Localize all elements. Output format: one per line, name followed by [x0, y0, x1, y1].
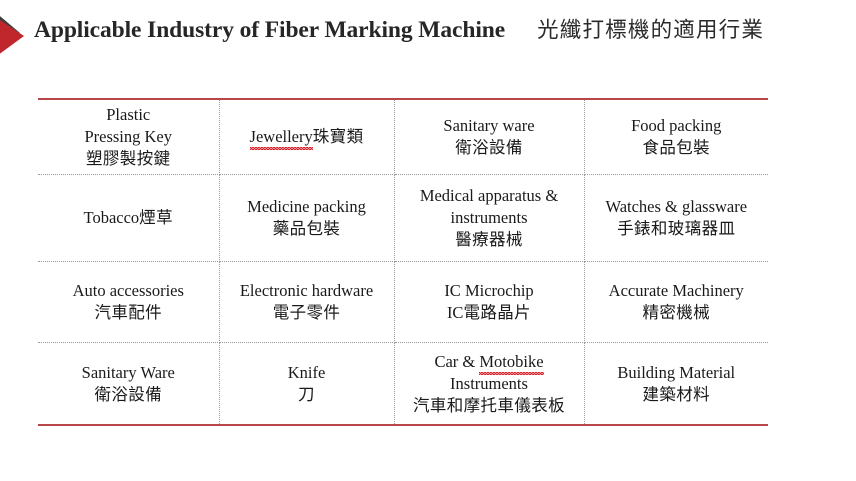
cell-text-latin: Food packing	[631, 115, 722, 135]
cell-text-line: 衛浴設備	[42, 384, 215, 406]
cell-text-line: instruments	[399, 207, 580, 229]
cell-text-cjk: 衛浴設備	[455, 137, 523, 157]
cell-text-line: 手錶和玻璃器皿	[589, 218, 765, 240]
cell-text-line: Medicine packing	[224, 196, 390, 218]
cell-text-latin: Medicine packing	[247, 196, 366, 216]
cell-text-line: 食品包裝	[589, 137, 765, 159]
cell-text-line: Instruments	[399, 373, 580, 395]
cell-text-line: Medical apparatus &	[399, 185, 580, 207]
double-arrow-icon	[0, 2, 40, 64]
cell-text-line: 建築材料	[589, 384, 765, 406]
cell-text-line: Auto accessories	[42, 280, 215, 302]
cell-text-latin: Accurate Machinery	[608, 280, 744, 300]
cell-text-cjk: 珠寶類	[312, 126, 364, 146]
cell-text-line: Jewellery珠寶類	[224, 126, 390, 150]
cell-text-line: IC Microchip	[399, 280, 580, 302]
cell-text-latin: Building Material	[617, 362, 736, 382]
cell-text-latin: Sanitary Ware	[81, 362, 175, 382]
cell-text-cjk: 建築材料	[642, 384, 711, 404]
cell-text-line: Electronic hardware	[224, 280, 390, 302]
table-cell[interactable]: Tobacco煙草	[38, 173, 220, 262]
cell-text-line: Knife	[224, 362, 390, 384]
cell-text-line: 醫療器械	[399, 229, 580, 251]
cell-text-latin: Knife	[287, 362, 326, 382]
cell-text-cjk: 食品包裝	[642, 137, 711, 157]
cell-text-latin: Sanitary ware	[443, 115, 535, 135]
cell-text-cjk: 醫療器械	[455, 229, 523, 249]
cell-text-line: 汽車配件	[42, 302, 215, 324]
cell-text-latin: Tobacco	[83, 207, 140, 227]
cell-text-cjk: 電子零件	[272, 302, 341, 322]
cell-text-line: Food packing	[589, 115, 765, 137]
cell-text-latin: Medical apparatus &	[419, 185, 559, 205]
spellcheck-underline: Jewellery	[249, 126, 314, 150]
cell-text-latin: Car & Motobike	[434, 351, 544, 375]
cell-text-line: Building Material	[589, 362, 765, 384]
cell-text-latin: IC Microchip	[444, 280, 534, 300]
cell-text-line: 衛浴設備	[399, 137, 580, 159]
cell-text-line: Car & Motobike	[399, 351, 580, 375]
slide-header: Applicable Industry of Fiber Marking Mac…	[0, 0, 856, 78]
cell-text-line: 精密機械	[589, 302, 765, 324]
cell-text-cjk: 衛浴設備	[94, 384, 163, 404]
page-title: Applicable Industry of Fiber Marking Mac…	[34, 17, 765, 43]
cell-text-cjk: 塑膠製按鍵	[86, 148, 171, 168]
cell-text-line: IC電路晶片	[399, 302, 580, 324]
cell-text-line: Watches & glassware	[589, 196, 765, 218]
cell-text-line: 汽車和摩托車儀表板	[399, 395, 580, 417]
cell-text-line: 藥品包裝	[224, 218, 390, 240]
cell-text-cjk: 汽車配件	[94, 302, 163, 322]
cell-text-line: Accurate Machinery	[589, 280, 765, 302]
cell-text-cjk: 煙草	[139, 207, 173, 227]
cell-text-line: Plastic	[42, 104, 215, 126]
cell-text-latin: instruments	[450, 207, 528, 227]
cell-text-cjk: 電路晶片	[463, 302, 532, 322]
cell-text-line: Pressing Key	[42, 126, 215, 148]
cell-text-line: 塑膠製按鍵	[42, 148, 215, 170]
cell-text-cjk: 刀	[298, 384, 315, 404]
cell-text-line: Tobacco煙草	[42, 207, 215, 229]
cell-text-latin: Plastic	[106, 105, 151, 124]
cell-text-latin: Auto accessories	[72, 280, 184, 300]
cell-text-line: Sanitary ware	[399, 115, 580, 137]
cell-text-cjk: 汽車和摩托車儀表板	[412, 395, 566, 415]
cell-text-latin: Watches & glassware	[605, 196, 748, 216]
cell-text-cjk: 藥品包裝	[272, 218, 341, 238]
cell-text-cjk: 手錶和玻璃器皿	[617, 218, 736, 238]
cell-text-latin: Jewellery	[249, 126, 314, 150]
spellcheck-underline: Motobike	[479, 351, 544, 375]
cell-text-latin: Electronic hardware	[239, 280, 374, 300]
page-title-chinese: 光纖打標機的適用行業	[537, 18, 765, 43]
cell-text-cjk: 精密機械	[642, 302, 711, 322]
cell-text-line: Sanitary Ware	[42, 362, 215, 384]
table-cell[interactable]: Jewellery珠寶類	[218, 97, 395, 175]
page-title-english: Applicable Industry of Fiber Marking Mac…	[34, 17, 506, 43]
cell-text-line: 電子零件	[224, 302, 390, 324]
cell-text-latin: IC	[446, 302, 464, 322]
cell-text-line: 刀	[224, 384, 390, 406]
cell-text-latin: Pressing Key	[84, 126, 173, 146]
cell-text-latin: Instruments	[450, 373, 528, 393]
